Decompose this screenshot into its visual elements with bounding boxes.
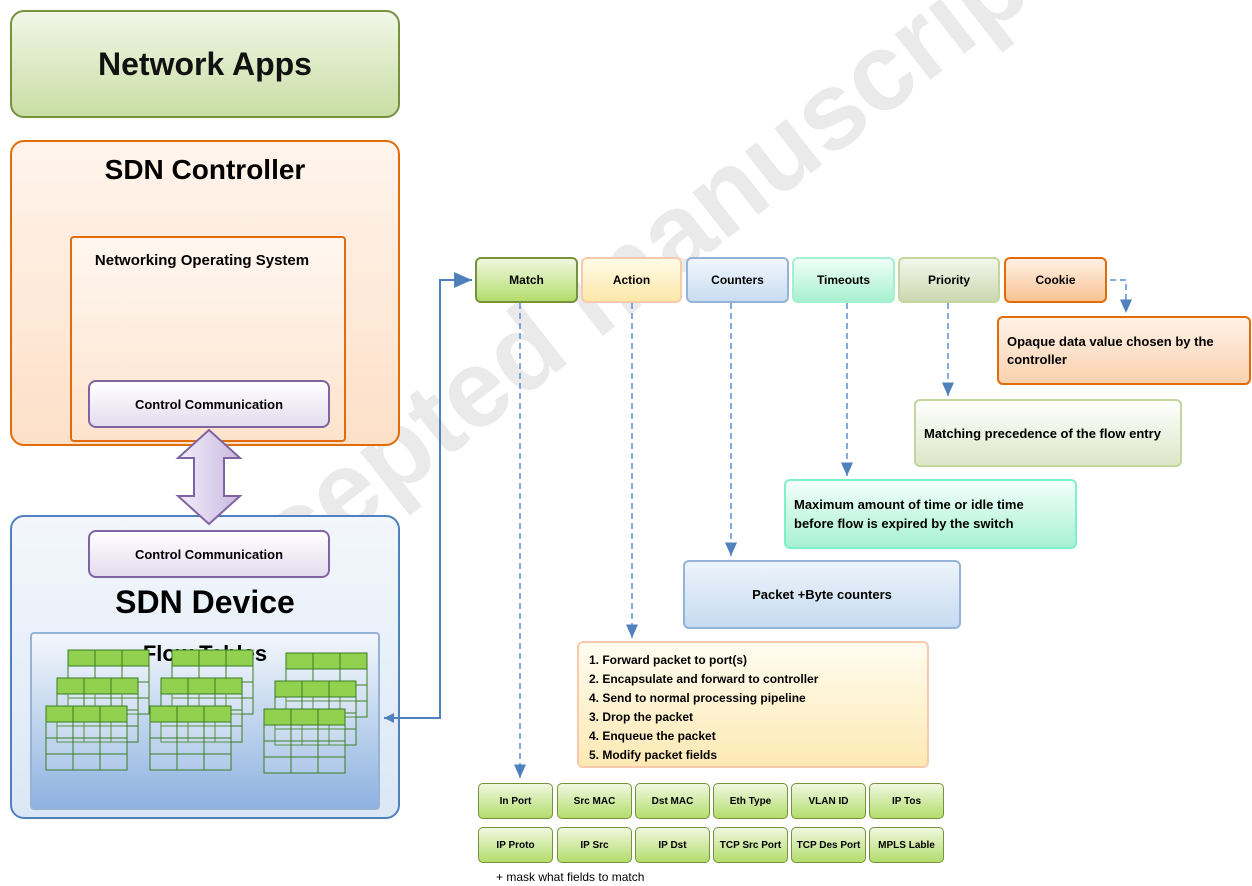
match-field-ip-proto: IP Proto — [478, 827, 553, 863]
flow-table-icon — [149, 705, 232, 771]
flowtable-arrowhead — [384, 713, 394, 723]
match-field-eth-type: Eth Type — [713, 783, 788, 819]
nos-label: Networking Operating System — [94, 252, 310, 269]
match-field-ip-dst: IP Dst — [635, 827, 710, 863]
action-line: 5. Modify packet fields — [589, 748, 718, 762]
match-field-in-port: In Port — [478, 783, 553, 819]
control-channel-arrow — [175, 428, 243, 526]
flow-table-icon — [263, 708, 346, 774]
timeouts-description: Maximum amount of time or idle time befo… — [784, 479, 1077, 549]
flow-table-icon — [45, 705, 128, 771]
match-field-src-mac: Src MAC — [557, 783, 632, 819]
match-field-vlan-id: VLAN ID — [791, 783, 866, 819]
flowtable-to-match-connector — [384, 272, 472, 719]
flow-table-icons — [45, 649, 368, 774]
action-line: 2. Encapsulate and forward to controller — [589, 672, 819, 686]
match-field-ip-src: IP Src — [557, 827, 632, 863]
action-line: 1. Forward packet to port(s) — [589, 653, 748, 667]
field-action: Action — [581, 257, 682, 303]
priority-description: Matching precedence of the flow entry — [914, 399, 1182, 467]
field-timeouts: Timeouts — [792, 257, 895, 303]
match-field-dst-mac: Dst MAC — [635, 783, 710, 819]
cookie-dashed-line — [1110, 279, 1132, 313]
match-field-tcp-src-port: TCP Src Port — [713, 827, 788, 863]
counters-description: Packet +Byte counters — [683, 560, 961, 629]
match-field-ip-tos: IP Tos — [869, 783, 944, 819]
mask-note: + mask what fields to match — [496, 870, 645, 884]
control-communication-device: Control Communication — [88, 530, 330, 578]
field-priority: Priority — [898, 257, 1000, 303]
field-counters: Counters — [686, 257, 789, 303]
field-match: Match — [475, 257, 578, 303]
action-line: 4. Send to normal processing pipeline — [589, 691, 806, 705]
sdn-device-title: SDN Device — [115, 583, 295, 620]
action-line: 4. Enqueue the packet — [589, 729, 716, 743]
field-cookie: Cookie — [1004, 257, 1107, 303]
cookie-description: Opaque data value chosen by the controll… — [997, 316, 1251, 385]
action-description: 1. Forward packet to port(s) 2. Encapsul… — [577, 641, 929, 768]
control-communication-controller: Control Communication — [88, 380, 330, 428]
network-apps-box: Network Apps — [10, 10, 400, 118]
match-field-tcp-des-port: TCP Des Port — [791, 827, 866, 863]
match-field-mpls-lable: MPLS Lable — [869, 827, 944, 863]
action-line: 3. Drop the packet — [589, 710, 694, 724]
sdn-controller-title: SDN Controller — [104, 154, 306, 185]
